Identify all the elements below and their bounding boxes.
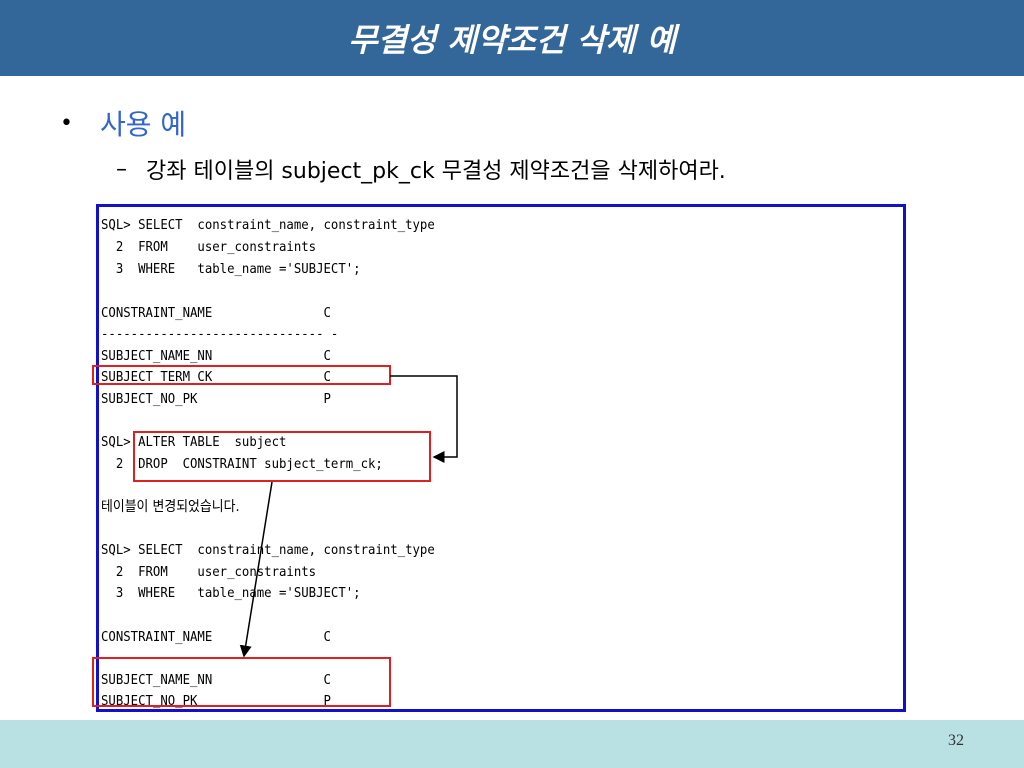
- console-line: 테이블이 변경되었습니다.: [101, 499, 240, 515]
- console-line: ------------------------------ -: [101, 327, 339, 342]
- console-line: CONSTRAINT_NAME C: [101, 306, 331, 321]
- sub-bullet-text: 강좌 테이블의 subject_pk_ck 무결성 제약조건을 삭제하여라.: [146, 159, 726, 184]
- sql-console-screenshot: SQL> SELECT constraint_name, constraint_…: [96, 204, 906, 712]
- bullet-text: 사용 예: [100, 108, 187, 141]
- console-line: SUBJECT_NAME_NN C: [101, 349, 331, 364]
- bullet-item: • 사용 예: [60, 102, 186, 144]
- bullet-dot-icon: •: [60, 110, 73, 136]
- slide-title: 무결성 제약조건 삭제 예: [348, 21, 676, 59]
- console-line: 2 FROM user_constraints: [101, 565, 317, 580]
- dash-icon: –: [116, 156, 127, 182]
- console-line: SQL> SELECT constraint_name, constraint_…: [101, 543, 435, 558]
- console-line: SQL> SELECT constraint_name, constraint_…: [101, 218, 435, 233]
- page-number: 32: [948, 732, 964, 749]
- console-line: SUBJECT_TERM_CK C: [101, 370, 331, 385]
- console-line: CONSTRAINT_NAME C: [101, 630, 331, 645]
- console-line: SQL> ALTER TABLE subject: [101, 435, 287, 450]
- title-bar: 무결성 제약조건 삭제 예: [0, 0, 1024, 76]
- console-line: 3 WHERE table_name ='SUBJECT';: [101, 586, 361, 601]
- console-line: SUBJECT_NAME_NN C: [101, 673, 331, 688]
- console-line: 2 FROM user_constraints: [101, 240, 317, 255]
- console-line: SUBJECT_NO_PK P: [101, 694, 331, 709]
- footer-bar: 32: [0, 720, 1024, 768]
- console-line: ------------------------------ -: [101, 651, 339, 666]
- sub-bullet-item: – 강좌 테이블의 subject_pk_ck 무결성 제약조건을 삭제하여라.: [116, 152, 726, 186]
- console-line: 3 WHERE table_name ='SUBJECT';: [101, 262, 361, 277]
- console-line: SUBJECT_NO_PK P: [101, 392, 331, 407]
- console-line: 2 DROP CONSTRAINT subject_term_ck;: [101, 457, 383, 472]
